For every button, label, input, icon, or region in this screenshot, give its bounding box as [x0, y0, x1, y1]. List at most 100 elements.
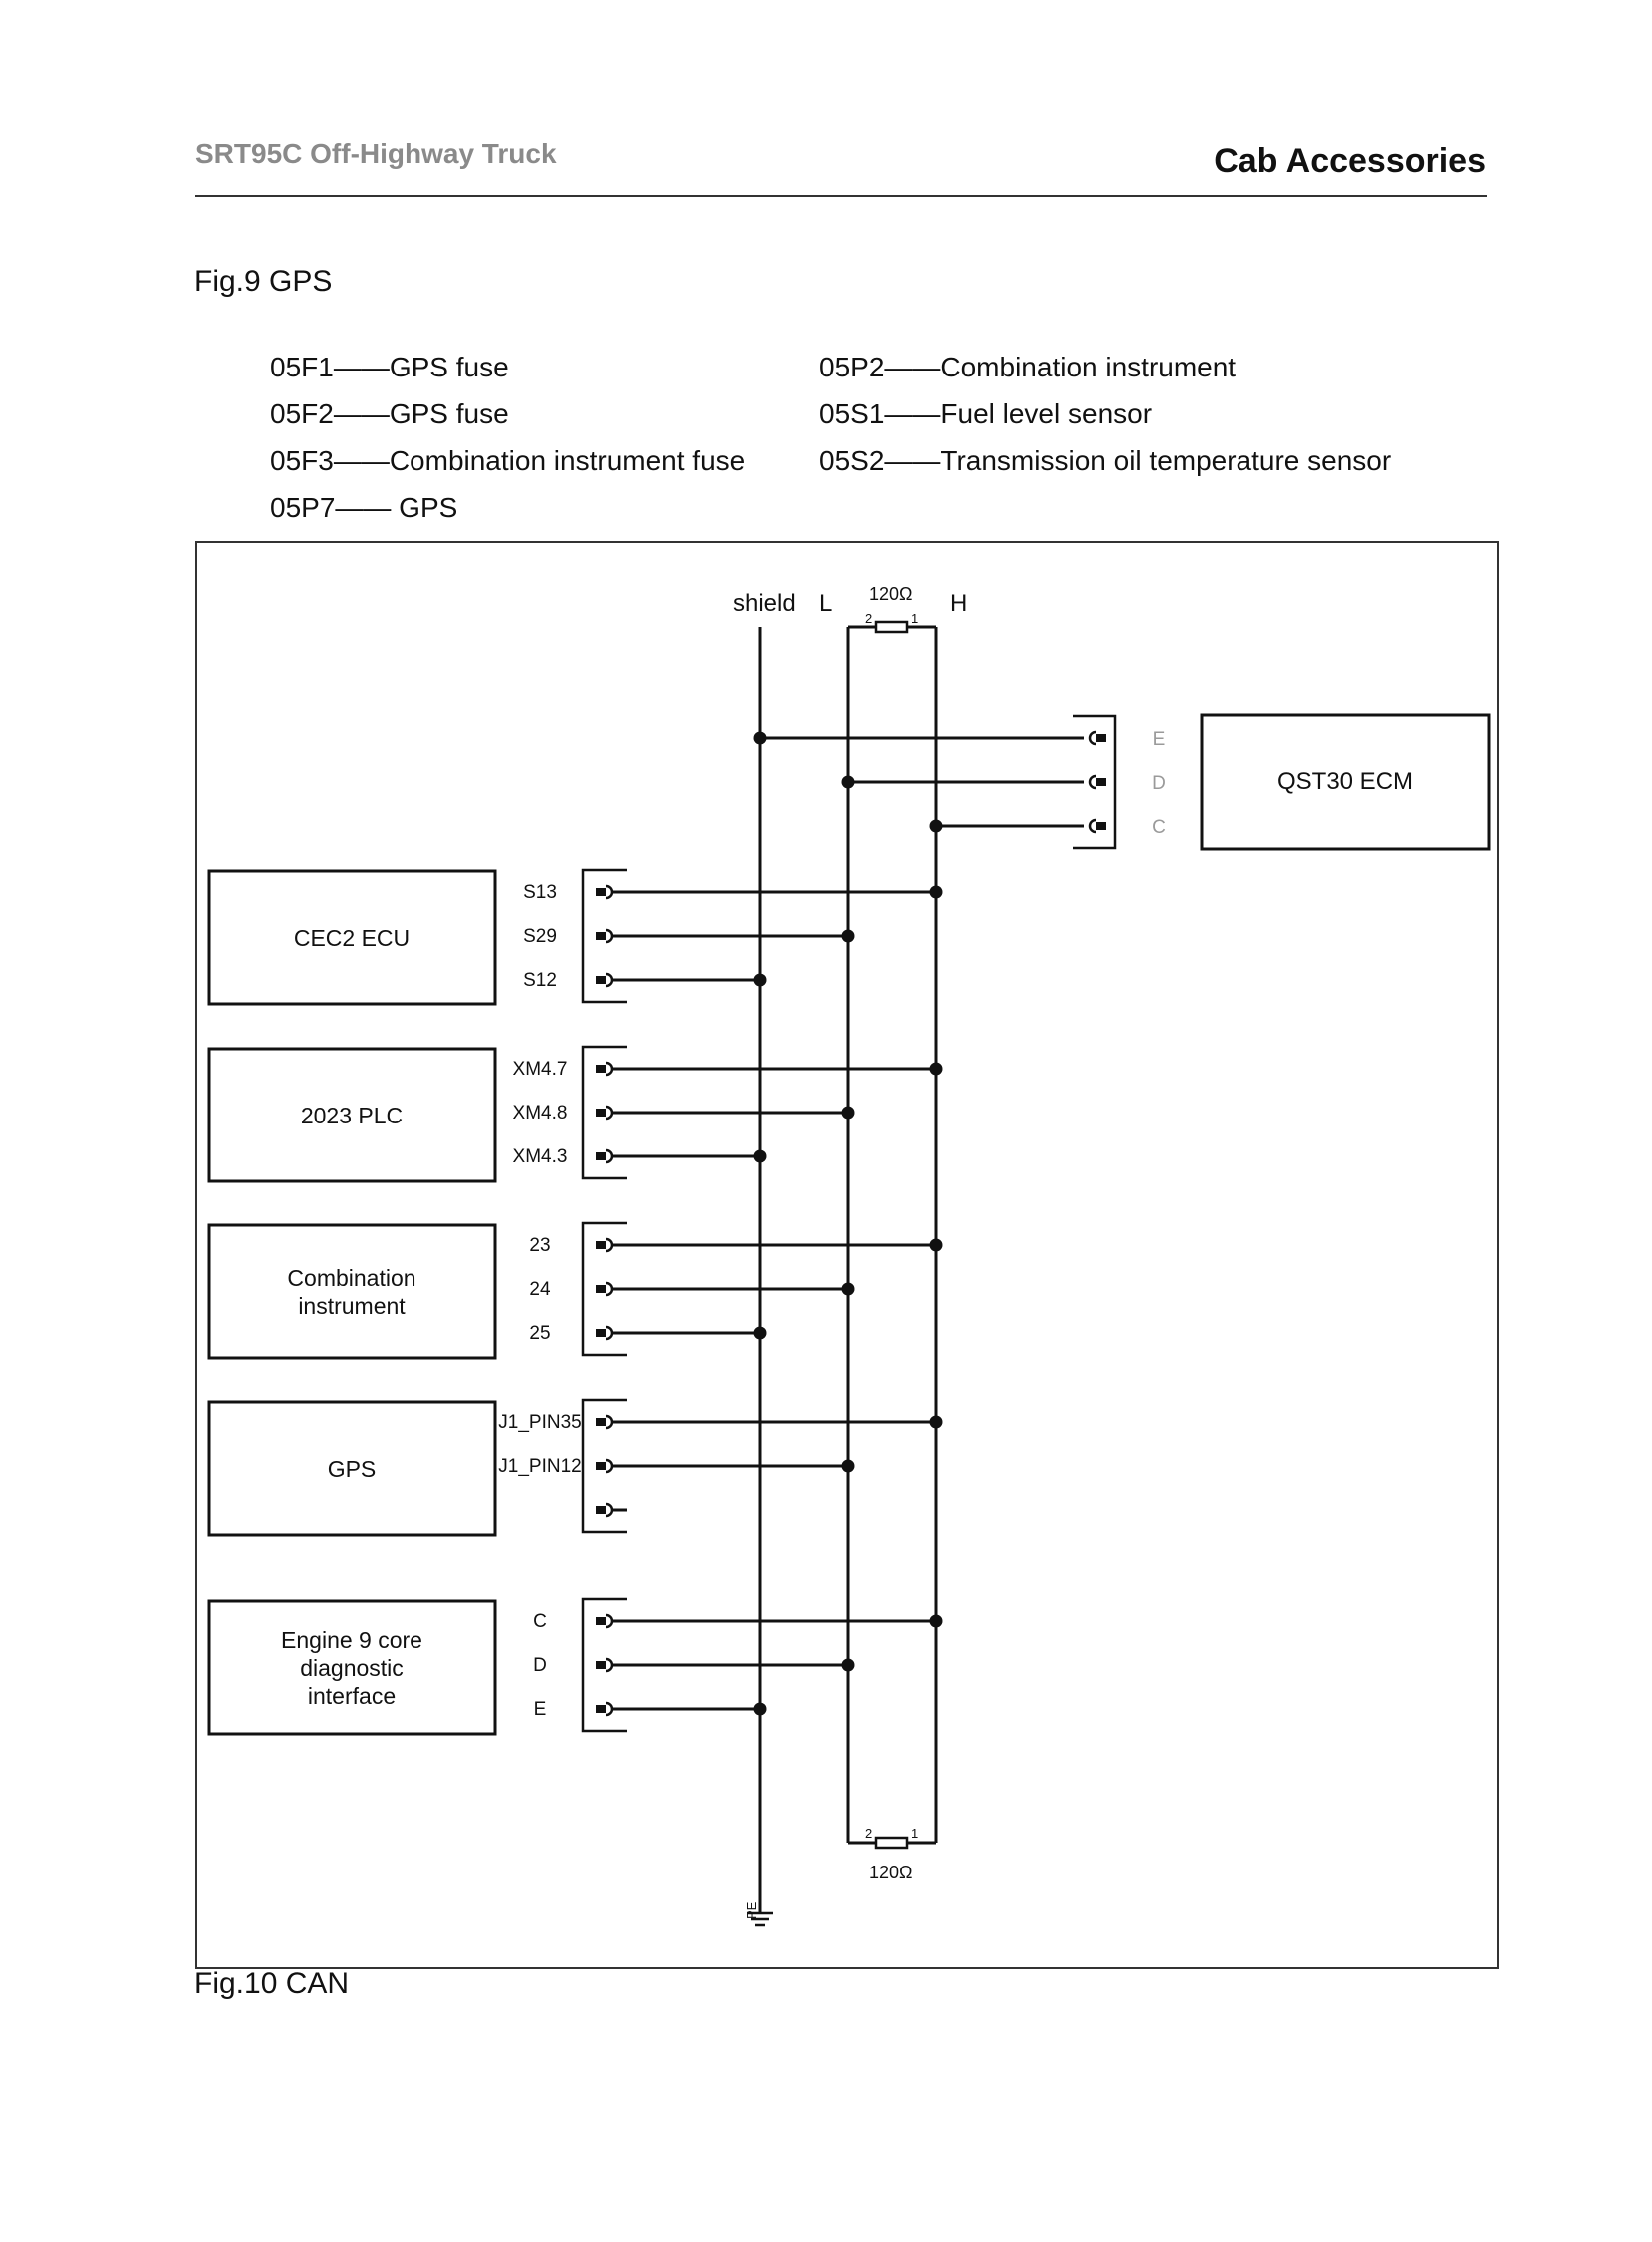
pin-socket	[605, 1061, 614, 1077]
pin-contact	[596, 1418, 606, 1426]
ecm-connector-bracket	[1073, 714, 1117, 850]
diagram-frame	[195, 541, 1499, 1969]
pin-label: D	[533, 1655, 547, 1676]
ecm-pin-contact	[1096, 734, 1106, 742]
junction-dot	[929, 885, 943, 899]
module-box	[207, 869, 497, 1006]
legend-item-05f1: 05F1——GPS fuse	[270, 352, 509, 382]
pin-contact	[596, 976, 606, 984]
pin-socket	[605, 1657, 614, 1673]
ecm-pin-contact	[1096, 822, 1106, 830]
pin-contact	[596, 1462, 606, 1470]
ecm-pin-socket	[1088, 774, 1097, 790]
junction-dot	[841, 1106, 855, 1120]
top-terminator-value: 120Ω	[869, 584, 913, 604]
ground-label: PE	[744, 1901, 759, 1919]
pin-socket	[605, 1414, 614, 1430]
junction-dot	[929, 1614, 943, 1628]
pin-contact	[596, 1705, 606, 1713]
pin-socket	[605, 972, 614, 988]
ecm-pin-label: D	[1152, 773, 1166, 794]
legend-item-05f3: 05F3——Combination instrument fuse	[270, 445, 746, 476]
pin-contact	[596, 888, 606, 896]
pin-socket	[605, 1613, 614, 1629]
pin-socket	[605, 1148, 614, 1164]
pin-contact	[596, 1152, 606, 1160]
pin-label: C	[533, 1611, 547, 1632]
header-rule	[195, 195, 1487, 197]
can-high-label: H	[950, 590, 967, 617]
fig9-caption: Fig.9 GPS	[194, 265, 333, 298]
pin-socket	[605, 1281, 614, 1297]
pin-socket	[605, 1701, 614, 1717]
top-terminator-resistor	[848, 620, 936, 634]
pin-contact	[596, 1617, 606, 1625]
pin-label: E	[534, 1699, 547, 1720]
ecm-pin-contact	[1096, 778, 1106, 786]
pin-socket	[605, 1105, 614, 1121]
pin-socket	[605, 1237, 614, 1253]
pin-label: 24	[529, 1279, 551, 1300]
junction-dot	[753, 731, 767, 745]
pin-label: 23	[529, 1235, 550, 1256]
connector-bracket	[581, 1597, 627, 1733]
junction-dot	[841, 1282, 855, 1296]
connector-bracket	[581, 1398, 627, 1534]
pin-contact	[596, 1285, 606, 1293]
pin-label: J1_PIN35	[498, 1412, 581, 1433]
pin-label: S12	[523, 970, 557, 991]
junction-dot	[929, 1062, 943, 1076]
module-label: Engine 9 core	[281, 1627, 422, 1653]
pin-contact	[596, 1661, 606, 1669]
module-label: GPS	[328, 1456, 377, 1482]
document-title: SRT95C Off-Highway Truck	[195, 138, 557, 169]
bottom-terminator-value: 120Ω	[869, 1863, 913, 1882]
connector-bracket	[581, 1045, 627, 1180]
legend-item-05s2: 05S2——Transmission oil temperature senso…	[819, 445, 1392, 476]
qst30-ecm-box	[1200, 713, 1491, 851]
pin-contact	[596, 1506, 606, 1514]
connector-bracket	[581, 1221, 627, 1357]
pin-label: S13	[523, 882, 557, 903]
shield-label: shield	[733, 590, 796, 617]
pin-label: 25	[529, 1323, 550, 1344]
bottom-terminator-pin-1: 1	[911, 1826, 918, 1841]
can-low-label: L	[819, 590, 832, 617]
ecm-pin-label: C	[1152, 817, 1166, 838]
ecm-pin-socket	[1088, 730, 1097, 746]
pin-socket	[605, 928, 614, 944]
module-label: interface	[308, 1683, 396, 1709]
junction-dot	[753, 1702, 767, 1716]
pin-contact	[596, 1065, 606, 1073]
junction-dot	[753, 973, 767, 987]
legend-item-05p2: 05P2——Combination instrument	[819, 352, 1237, 382]
module-label: 2023 PLC	[301, 1103, 403, 1128]
ecm-pin-socket	[1088, 818, 1097, 834]
legend-item-05s1: 05S1——Fuel level sensor	[819, 398, 1153, 429]
module-label: diagnostic	[300, 1655, 404, 1681]
section-title: Cab Accessories	[1214, 142, 1486, 180]
legend-item-05f2: 05F2——GPS fuse	[270, 398, 509, 429]
junction-dot	[841, 1658, 855, 1672]
pin-label: J1_PIN12	[498, 1456, 581, 1477]
module-label: instrument	[298, 1293, 406, 1319]
module-box	[207, 1047, 497, 1183]
junction-dot	[841, 1459, 855, 1473]
module-box	[207, 1223, 497, 1360]
junction-dot	[841, 775, 855, 789]
pin-socket	[605, 1458, 614, 1474]
module-box	[207, 1599, 497, 1736]
qst30-ecm-label: QST30 ECM	[1277, 768, 1413, 795]
pin-socket	[605, 1502, 614, 1518]
pin-label: S29	[523, 926, 557, 947]
junction-dot	[929, 1238, 943, 1252]
module-box	[207, 1400, 497, 1537]
pin-socket	[605, 884, 614, 900]
junction-dot	[841, 929, 855, 943]
pin-label: XM4.3	[513, 1146, 568, 1167]
